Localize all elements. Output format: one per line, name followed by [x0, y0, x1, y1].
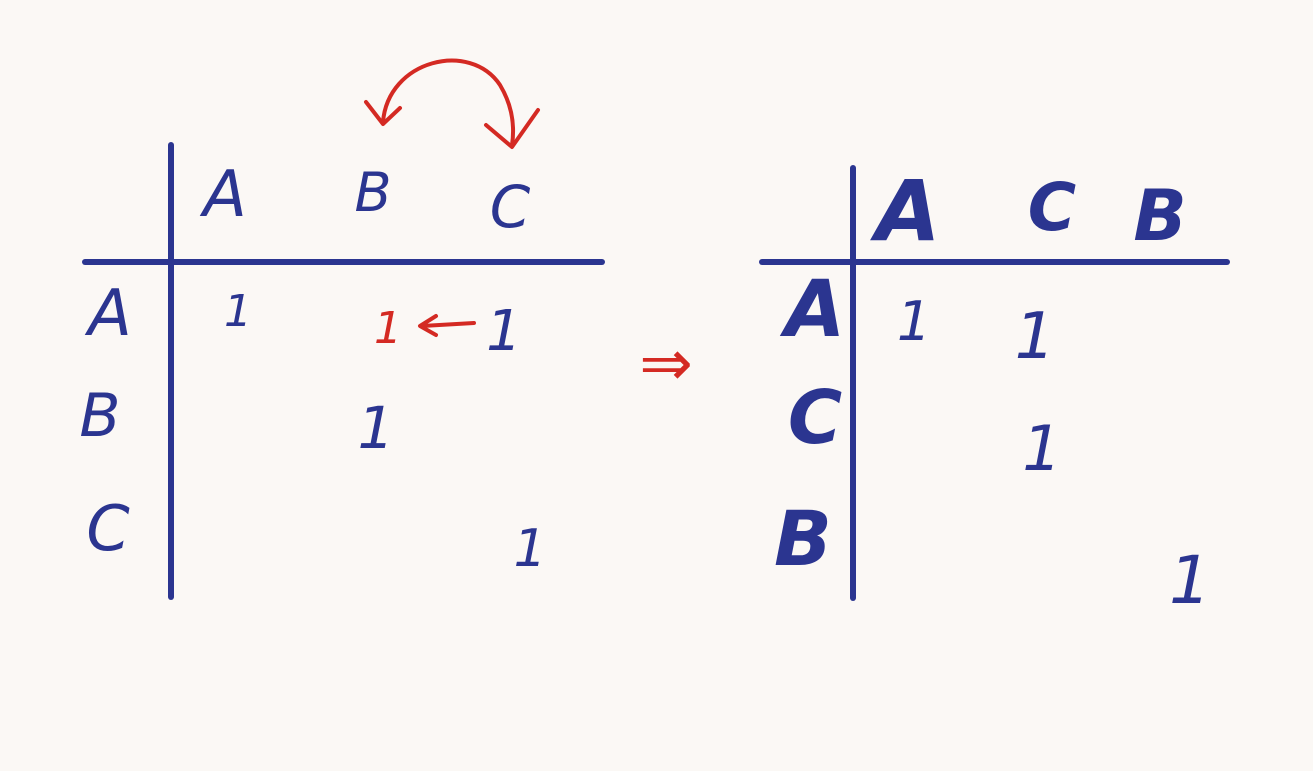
left-arrow: [418, 314, 476, 337]
right-col-header-3: B: [1133, 175, 1186, 257]
implies-arrow: ⇒: [639, 327, 693, 401]
right-row-header-2: C: [788, 375, 842, 461]
left-cell-r2-c2: 1: [358, 394, 395, 462]
right-cell-r3-c3: 1: [1169, 542, 1211, 619]
left-row-header-3: C: [86, 492, 130, 565]
right-col-header-1: A: [869, 162, 940, 260]
right-cell-r2-c2: 1: [1022, 412, 1061, 485]
left-cell-r1-c3: 1: [486, 299, 522, 364]
curved-swap-arrow: [381, 58, 516, 147]
left-row-header-2: B: [79, 381, 120, 451]
right-row-header-3: B: [774, 494, 832, 583]
left-cell-r1-c1: 1: [224, 286, 252, 337]
left-row-header-1: A: [84, 277, 132, 351]
right-row-header-1: A: [779, 265, 845, 355]
swap-annotation: [364, 58, 540, 337]
left-col-header-1: A: [199, 158, 247, 232]
left-cell-r3-c3: 1: [513, 519, 546, 579]
left-matrix: A B C A B C 1 1 1 1 1: [79, 142, 605, 600]
right-col-header-2: C: [1028, 169, 1076, 246]
left-cell-r1-c2: 1: [374, 303, 402, 354]
left-col-header-2: B: [354, 161, 391, 224]
right-cell-r1-c1: 1: [897, 290, 931, 353]
right-matrix: A C B A C B 1 1 1 1: [759, 162, 1230, 619]
right-cell-r1-c2: 1: [1015, 300, 1056, 374]
curved-swap-arrow-right-head: [484, 108, 540, 149]
left-col-header-3: C: [490, 173, 531, 241]
curved-swap-arrow-left-head: [364, 100, 402, 126]
